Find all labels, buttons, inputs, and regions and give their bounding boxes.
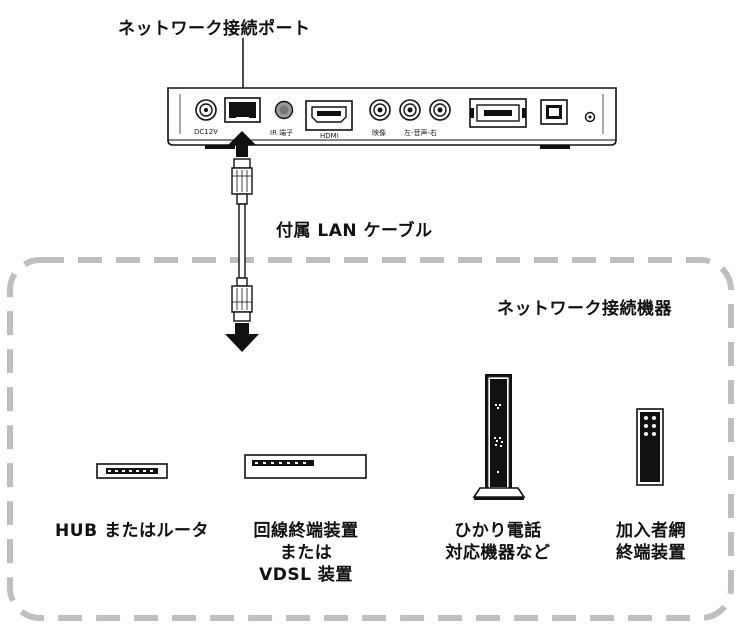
dc-jack [195, 99, 217, 121]
ir-label: IR 端子 [270, 129, 294, 137]
subscriber-terminal-caption-line1: 加入者網 [616, 521, 686, 541]
line-terminal-caption-line2: または [279, 543, 333, 563]
lan-cable [231, 158, 253, 322]
hikari-phone-device [472, 374, 526, 500]
network-devices-label: ネットワーク接続機器 [497, 299, 672, 319]
video-label: 映像 [372, 129, 386, 137]
left-foot [205, 145, 235, 149]
audio-right-port [429, 99, 451, 121]
hub-caption: HUB またはルータ [55, 520, 209, 542]
usb-b-port [540, 99, 568, 125]
lan-cable-label: 付属 LAN ケーブル [276, 221, 433, 241]
set-top-box [167, 87, 617, 149]
network-devices-boundary [7, 257, 734, 621]
subscriber-terminal-caption-line2: 終端装置 [616, 543, 686, 563]
hikari-phone-caption-line1: ひかり電話 [454, 521, 542, 541]
screw [584, 111, 596, 123]
audio-label: 左-音声-右 [404, 129, 438, 137]
line-terminal-caption: 回線終端装置 または VDSL 装置 [254, 520, 359, 586]
dc-label: DC12V [194, 128, 218, 136]
network-port-label: ネットワーク接続ポート [118, 19, 311, 39]
up-arrow-icon [228, 131, 256, 157]
usb-mini-port [469, 98, 527, 128]
down-arrow-icon [225, 323, 259, 352]
hub-router-device [96, 463, 168, 479]
hikari-phone-caption: ひかり電話 対応機器など [446, 520, 551, 564]
hdmi-port [305, 100, 353, 131]
hikari-phone-caption-line2: 対応機器など [445, 543, 551, 563]
hdmi-label: HDMI [320, 132, 339, 140]
subscriber-terminal-caption: 加入者網 終端装置 [616, 520, 686, 564]
subscriber-terminal-device [636, 408, 664, 486]
hub-caption-line1: HUB またはルータ [55, 521, 209, 541]
line-terminal-caption-line3: VDSL 装置 [259, 565, 353, 585]
audio-left-port [399, 99, 421, 121]
ir-port [274, 100, 294, 120]
line-terminal-caption-line1: 回線終端装置 [253, 521, 359, 541]
lan-port [224, 97, 261, 123]
right-foot [540, 145, 570, 149]
line-terminal-device [244, 454, 367, 479]
video-port [369, 99, 391, 121]
